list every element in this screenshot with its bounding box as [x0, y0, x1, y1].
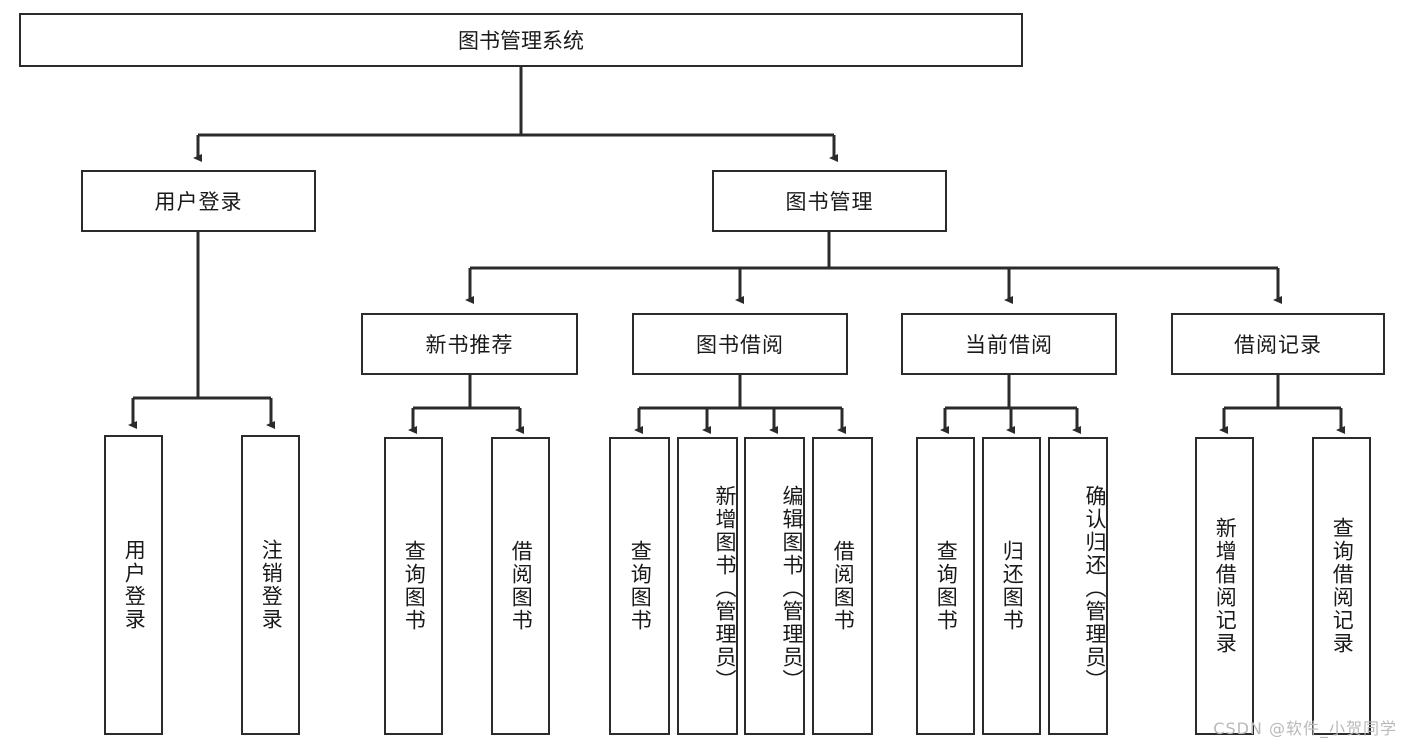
leaf-return-book-label: 归还图书	[1000, 540, 1025, 632]
leaf-query-book-2-label: 查询图书	[628, 540, 653, 632]
leaf-add-record[interactable]: 新增借阅记录	[1195, 437, 1254, 735]
node-book-manage[interactable]: 图书管理	[712, 170, 947, 232]
leaf-query-book-1[interactable]: 查询图书	[384, 437, 443, 735]
leaf-borrow-book-2[interactable]: 借阅图书	[812, 437, 873, 735]
node-root[interactable]: 图书管理系统	[19, 13, 1023, 67]
node-book-borrow[interactable]: 图书借阅	[632, 313, 848, 375]
leaf-user-logout-label: 注销登录	[259, 539, 284, 631]
leaf-query-record[interactable]: 查询借阅记录	[1312, 437, 1371, 735]
leaf-user-login-label: 用户登录	[122, 539, 147, 631]
leaf-user-login[interactable]: 用户登录	[104, 435, 163, 735]
node-user-login-label: 用户登录	[154, 190, 243, 214]
leaf-add-book[interactable]: 新增图书（管理员）	[677, 437, 738, 735]
leaf-add-record-label: 新增借阅记录	[1213, 517, 1238, 655]
node-current-borrow[interactable]: 当前借阅	[901, 313, 1117, 375]
leaf-query-record-label: 查询借阅记录	[1330, 517, 1355, 655]
leaf-query-book-3-label: 查询图书	[934, 540, 959, 632]
leaf-query-book-2[interactable]: 查询图书	[609, 437, 670, 735]
leaf-user-logout[interactable]: 注销登录	[241, 435, 300, 735]
node-new-book-recommend[interactable]: 新书推荐	[361, 313, 578, 375]
node-book-manage-label: 图书管理	[785, 190, 874, 214]
leaf-borrow-book-2-label: 借阅图书	[831, 540, 856, 632]
leaf-edit-book[interactable]: 编辑图书（管理员）	[744, 437, 805, 735]
leaf-confirm-return-label: 确认归还（管理员）	[1083, 484, 1107, 692]
node-current-borrow-label: 当前借阅	[965, 333, 1053, 357]
node-root-label: 图书管理系统	[458, 29, 584, 53]
leaf-query-book-1-label: 查询图书	[402, 540, 427, 632]
leaf-confirm-return[interactable]: 确认归还（管理员）	[1048, 437, 1108, 735]
node-borrow-record[interactable]: 借阅记录	[1171, 313, 1385, 375]
leaf-add-book-label: 新增图书（管理员）	[713, 484, 737, 692]
node-user-login[interactable]: 用户登录	[81, 170, 316, 232]
leaf-borrow-book-1-label: 借阅图书	[509, 540, 534, 632]
leaf-query-book-3[interactable]: 查询图书	[916, 437, 975, 735]
leaf-return-book[interactable]: 归还图书	[982, 437, 1041, 735]
node-book-borrow-label: 图书借阅	[696, 333, 784, 357]
leaf-borrow-book-1[interactable]: 借阅图书	[491, 437, 550, 735]
node-new-book-recommend-label: 新书推荐	[425, 333, 514, 357]
leaf-edit-book-label: 编辑图书（管理员）	[780, 484, 804, 692]
node-borrow-record-label: 借阅记录	[1234, 333, 1322, 357]
